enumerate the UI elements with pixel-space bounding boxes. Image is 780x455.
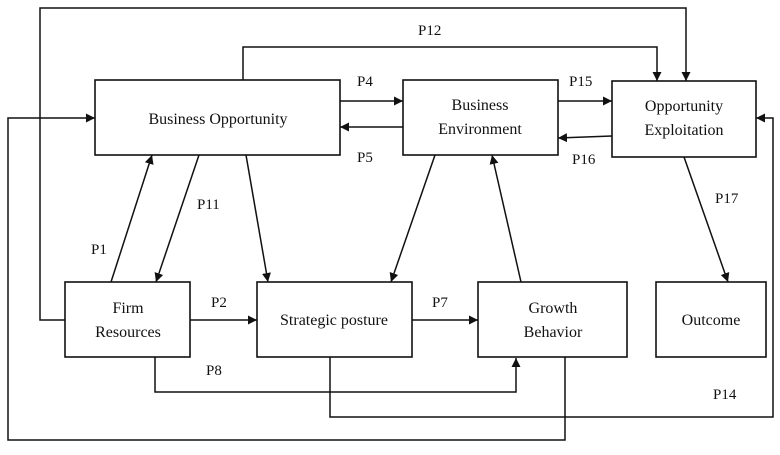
node-label: Outcome: [682, 312, 741, 329]
edge-label-p14: P14: [713, 387, 737, 403]
node-strategic-posture: Strategic posture: [256, 281, 413, 358]
edge-label-p17: P17: [715, 191, 739, 207]
edge-p11: [154, 154, 200, 283]
node-label: Resources: [95, 324, 161, 341]
edge-label-p4: P4: [357, 74, 373, 90]
node-firm-resources: Firm Resources: [64, 281, 191, 358]
node-label: Opportunity: [645, 98, 723, 115]
node-outcome: Outcome: [655, 281, 767, 358]
edge-growth-behavior-to-business-environment: [489, 154, 522, 283]
node-growth-behavior: Growth Behavior: [477, 281, 628, 358]
edge-p14: [329, 113, 774, 418]
edge-label-p5: P5: [357, 150, 373, 166]
edge-label-p8: P8: [206, 363, 222, 379]
edge-label-p16: P16: [572, 152, 596, 168]
edge-p17: [683, 156, 730, 283]
node-opportunity-exploitation: Opportunity Exploitation: [611, 80, 757, 158]
edge-label-p11: P11: [197, 197, 220, 213]
edge-label-p12: P12: [418, 23, 441, 39]
node-label: Environment: [438, 121, 522, 138]
edge-business-opportunity-to-strategic-posture: [245, 154, 271, 283]
edge-label-p15: P15: [569, 74, 592, 90]
node-label: Business: [452, 97, 509, 114]
edge-p8: [154, 357, 521, 393]
node-business-environment: Business Environment: [402, 79, 559, 156]
node-label: Exploitation: [644, 122, 723, 139]
edge-growth-behavior-to-business-opportunity: [7, 113, 566, 441]
node-label: Behavior: [524, 324, 583, 341]
edge-p16: [557, 133, 613, 143]
edge-p12: [242, 46, 662, 81]
node-label: Strategic posture: [280, 312, 388, 329]
node-business-opportunity: Business Opportunity: [94, 79, 341, 156]
edge-label-p7: P7: [432, 295, 448, 311]
node-label: Growth: [529, 300, 578, 317]
node-label: Business Opportunity: [148, 111, 287, 128]
edge-firm-resources-to-opportunity-exploitation: [39, 7, 691, 321]
node-label: Firm: [112, 300, 144, 317]
edge-business-environment-to-strategic-posture: [389, 154, 436, 283]
edge-label-p1: P1: [91, 242, 107, 258]
edge-label-p2: P2: [211, 295, 227, 311]
edge-p1: [110, 154, 154, 283]
